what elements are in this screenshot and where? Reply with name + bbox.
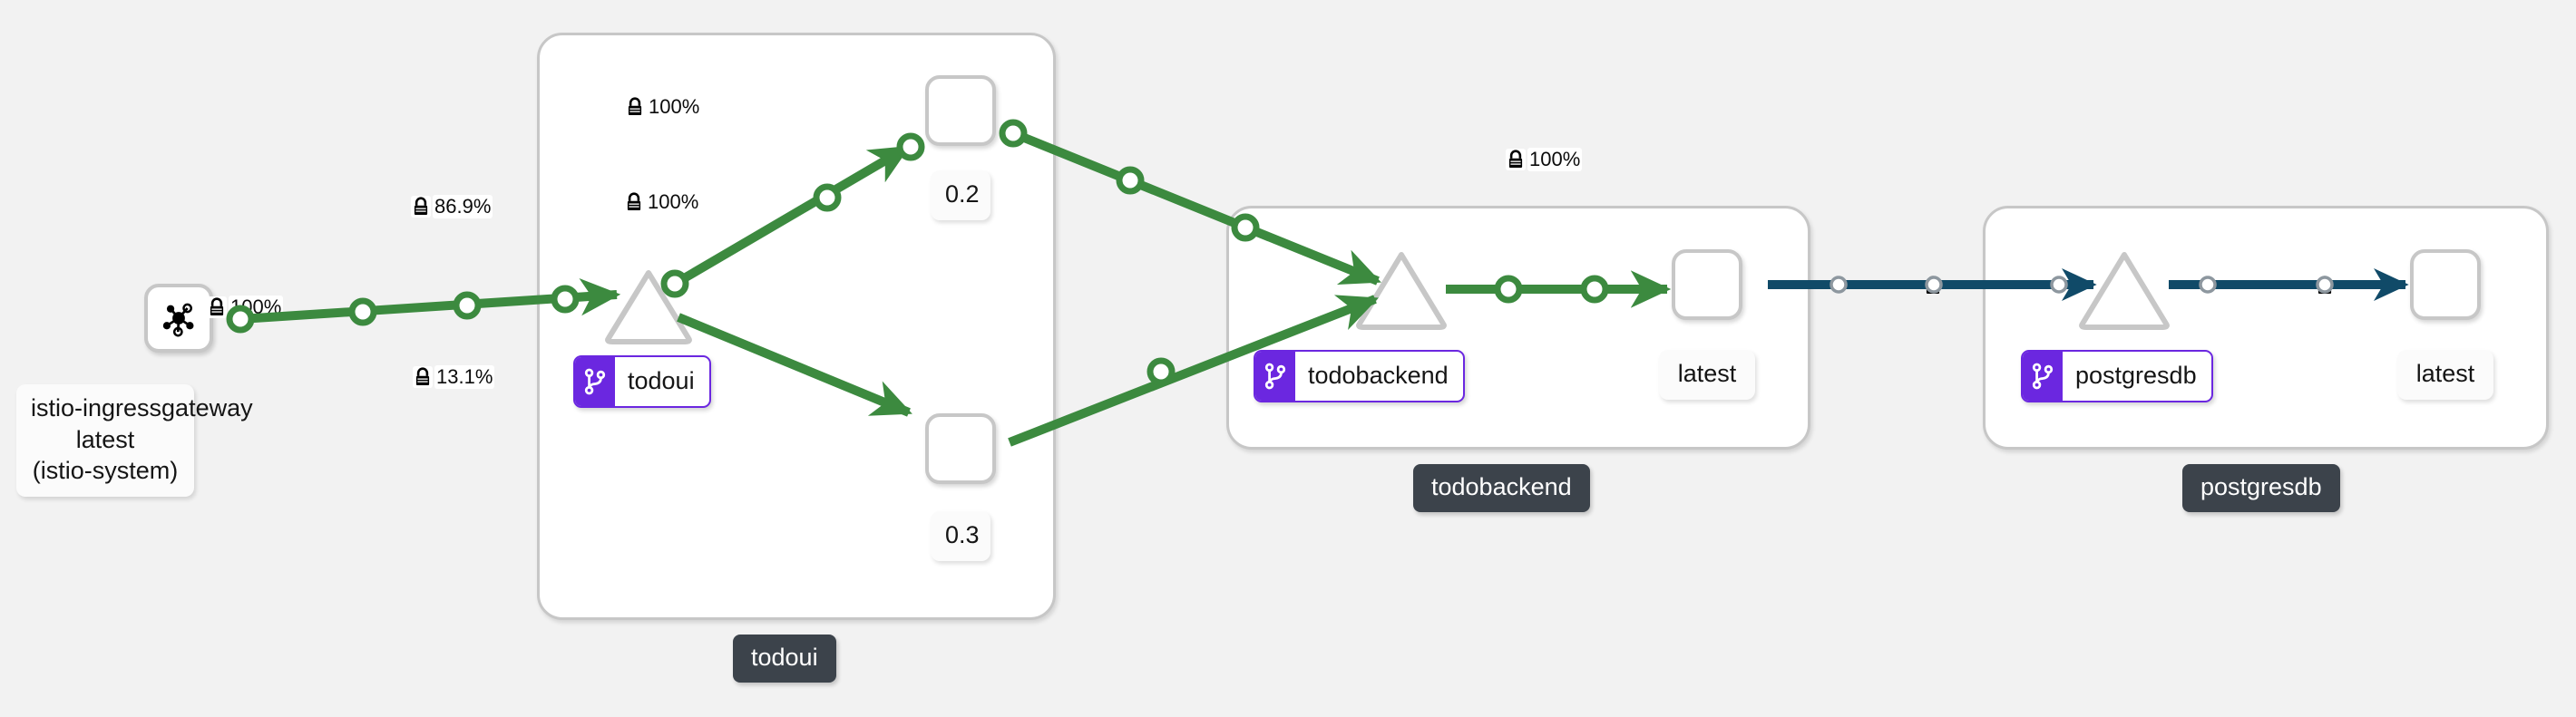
service-triangle-icon (1356, 252, 1447, 330)
edge-label-text-e6: 100% (1527, 148, 1583, 171)
node-vs-label-postgresdb[interactable]: postgresdb (2021, 350, 2213, 402)
node-label-todobackend-latest: latest (1659, 350, 1755, 400)
vs-label-text-todobackend: todobackend (1308, 362, 1449, 389)
service-triangle-icon (2079, 252, 2170, 330)
edge-label-e5: 100% (624, 190, 701, 214)
edge-label-text-e1: 100% (229, 296, 284, 319)
code-branch-icon (1255, 352, 1295, 401)
lock-icon (624, 191, 644, 213)
edge-label-text-e2: 86.9% (433, 195, 493, 218)
node-postgresdb-service[interactable] (2077, 249, 2171, 331)
node-postgresdb-latest[interactable] (2410, 249, 2481, 320)
code-branch-icon (575, 357, 615, 406)
node-todobackend-service[interactable] (1354, 249, 1449, 331)
node-istio-ingressgateway[interactable] (144, 284, 213, 353)
lock-icon (413, 366, 433, 388)
edge-label-text-e3: 13.1% (434, 365, 495, 389)
node-label-istio-ingressgateway: istio-ingressgateway latest (istio-syste… (16, 384, 253, 497)
istio-mesh-icon (162, 303, 194, 337)
edge-label-e2: 86.9% (411, 195, 493, 218)
lock-icon (411, 196, 431, 218)
edge-label-e8 (2315, 275, 2340, 296)
edge-label-text-e4: 100% (647, 95, 702, 119)
node-label-postgresdb-latest: latest (2397, 350, 2493, 400)
node-label-todoui-v02: 0.2 (931, 170, 990, 220)
lock-icon (207, 296, 227, 318)
edge-label-text-e5: 100% (646, 190, 701, 214)
group-tag-postgresdb[interactable]: postgresdb (2182, 464, 2340, 512)
lock-icon (1923, 275, 1943, 296)
lock-icon (2315, 275, 2335, 296)
node-todoui-v02[interactable] (925, 75, 996, 146)
vs-label-text-todoui: todoui (628, 367, 695, 394)
lock-icon (1506, 149, 1526, 170)
node-todoui-service[interactable] (603, 267, 694, 345)
edge-label-text-e8 (2337, 284, 2340, 287)
edge-label-text-e7 (1945, 284, 1948, 287)
node-vs-label-todoui[interactable]: todoui (573, 355, 711, 408)
group-tag-todobackend[interactable]: todobackend (1413, 464, 1590, 512)
group-box-todobackend[interactable] (1226, 206, 1810, 450)
node-todobackend-latest[interactable] (1672, 249, 1742, 320)
edge-label-e3: 13.1% (413, 365, 495, 389)
code-branch-icon (2023, 352, 2063, 401)
vs-label-text-postgresdb: postgresdb (2075, 362, 2197, 389)
group-box-postgresdb[interactable] (1983, 206, 2549, 450)
node-vs-label-todobackend[interactable]: todobackend (1254, 350, 1465, 402)
edge-label-e7 (1923, 275, 1948, 296)
edge-label-e1: 100% (207, 296, 284, 319)
lock-icon (625, 96, 645, 118)
node-label-todoui-v03: 0.3 (931, 511, 990, 561)
node-todoui-v03[interactable] (925, 413, 996, 484)
edge-label-e6: 100% (1506, 148, 1583, 171)
service-triangle-icon (605, 270, 692, 344)
group-tag-todoui[interactable]: todoui (733, 635, 836, 683)
edge-label-e4: 100% (625, 95, 702, 119)
